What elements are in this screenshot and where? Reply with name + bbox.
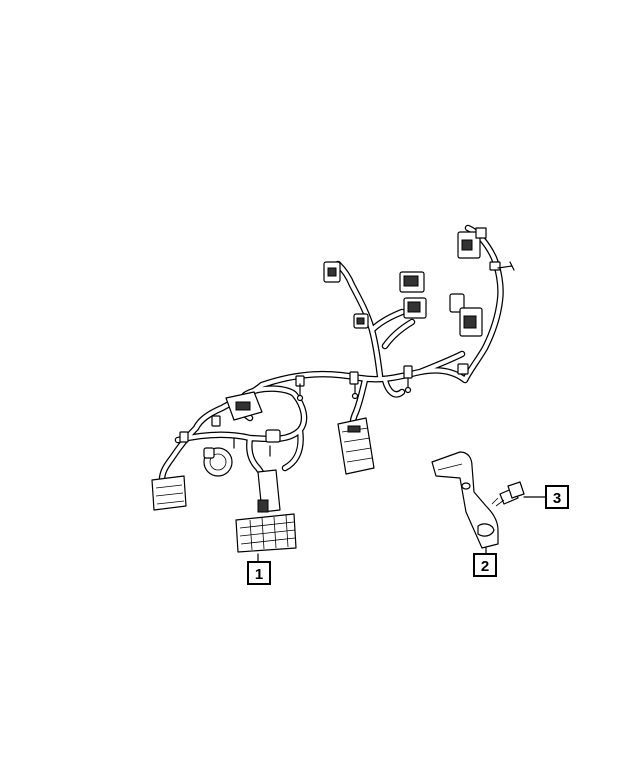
wiring-harness bbox=[151, 224, 515, 553]
callout-3: 3 bbox=[523, 485, 569, 509]
connector-large-block bbox=[235, 469, 297, 553]
connector-center-module bbox=[337, 417, 375, 475]
callout-2: 2 bbox=[473, 547, 497, 577]
connector-top-right bbox=[457, 227, 487, 259]
callout-label-2: 2 bbox=[481, 558, 489, 575]
callout-label-1: 1 bbox=[255, 566, 263, 583]
connector-upper-left bbox=[323, 261, 341, 283]
round-sensor bbox=[203, 447, 233, 477]
bracket bbox=[431, 451, 499, 549]
callout-label-3: 3 bbox=[553, 490, 561, 507]
connector-right-mid bbox=[449, 293, 483, 337]
callout-1: 1 bbox=[247, 553, 271, 585]
connector-upper-mid-2 bbox=[403, 297, 427, 319]
connector-upper-mid-1 bbox=[399, 271, 425, 293]
connector-left-end bbox=[151, 475, 187, 511]
harness-clips bbox=[179, 261, 515, 457]
connector-small-junction bbox=[353, 313, 369, 329]
bolt bbox=[491, 481, 525, 507]
connector-left-bracket bbox=[225, 391, 281, 443]
